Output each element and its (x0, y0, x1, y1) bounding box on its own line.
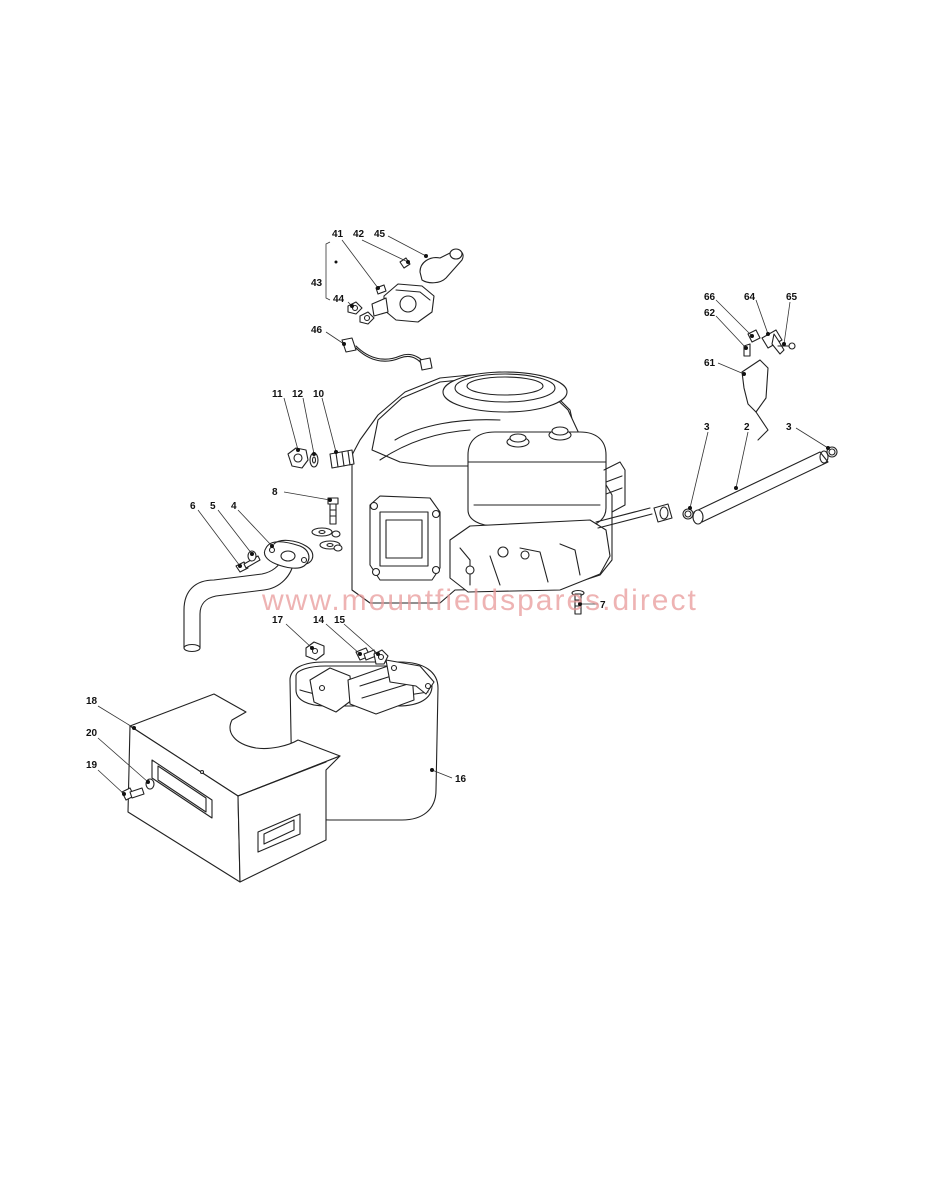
throttle-lever-assembly (741, 329, 796, 441)
callout-65: 65 (786, 292, 798, 303)
callout-43: 43 (311, 278, 323, 289)
heat-shield-assembly (121, 693, 341, 883)
solenoid-assembly (325, 241, 464, 371)
callout-42: 42 (353, 229, 365, 240)
callout-46: 46 (311, 325, 323, 336)
callout-8: 8 (272, 487, 278, 498)
callout-61: 61 (704, 358, 716, 369)
callout-14: 14 (313, 615, 325, 626)
callout-leaders (97, 235, 830, 796)
engine-assembly (329, 371, 653, 604)
callout-17: 17 (272, 615, 284, 626)
callout-11: 11 (272, 389, 283, 400)
callout-3-left: 3 (704, 422, 710, 433)
callout-3-right: 3 (786, 422, 792, 433)
callout-15: 15 (334, 615, 346, 626)
callout-4: 4 (231, 501, 237, 512)
callout-20: 20 (86, 728, 98, 739)
exhaust-pipe-assembly (183, 539, 314, 653)
callout-16: 16 (455, 774, 467, 785)
callout-45: 45 (374, 229, 386, 240)
callout-6: 6 (190, 501, 196, 512)
callout-18: 18 (86, 696, 98, 707)
muffler-assembly (289, 641, 439, 821)
callout-2: 2 (744, 422, 750, 433)
callout-12: 12 (292, 389, 304, 400)
callout-62: 62 (704, 308, 716, 319)
callout-numbers: 41 42 45 43 44 46 66 64 65 62 61 11 12 1… (86, 229, 798, 785)
fuel-hose-assembly (653, 446, 838, 525)
callout-64: 64 (744, 292, 756, 303)
callout-5: 5 (210, 501, 216, 512)
callout-41: 41 (332, 229, 344, 240)
callout-7: 7 (600, 600, 606, 611)
callout-66: 66 (704, 292, 716, 303)
callout-44: 44 (333, 294, 345, 305)
callout-10: 10 (313, 389, 325, 400)
callout-19: 19 (86, 760, 98, 771)
watermark-text: www.mountfieldspares.direct (261, 584, 698, 617)
crankshaft-fittings (287, 447, 343, 552)
